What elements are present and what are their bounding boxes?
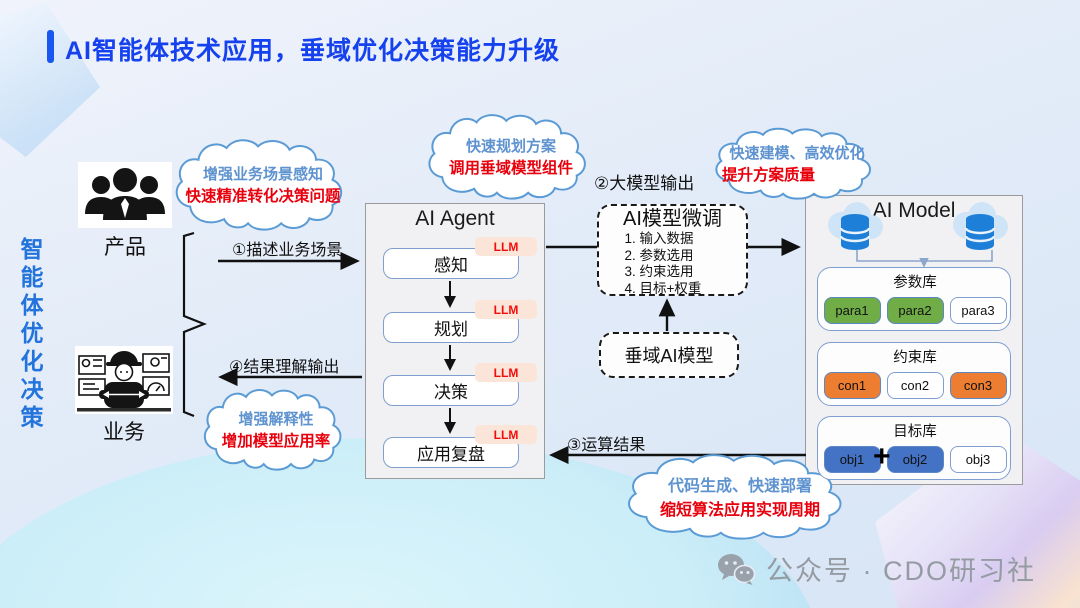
cloud-text-red: 增加模型应用率 (221, 432, 331, 450)
watermark: 公众号 · CDO研习社 (716, 549, 1036, 588)
cloud-shape-icon (425, 113, 597, 199)
cloud-planning: 快速规划方案调用垂域模型组件 (425, 113, 597, 199)
step4-label: ④结果理解输出 (229, 359, 340, 376)
constraint-library-label: 约束库 (893, 350, 937, 366)
chip-obj1: obj1 (823, 446, 881, 473)
cloud-text-blue: 快速建模、高效优化 (729, 144, 865, 162)
finetune-item: 4. 目标+权重 (624, 280, 702, 296)
cloud-perception: 增强业务场景感知快速精准转化决策问题 (172, 138, 354, 230)
finetune-title: AI模型微调 (623, 208, 722, 230)
side-vertical-label: 智能体优化决策 (17, 237, 43, 433)
objective-plus-sign: + (873, 440, 891, 473)
chip-obj3: obj3 (949, 446, 1007, 473)
model-title: AI Model (872, 199, 956, 222)
cloud-text-red: 缩短算法应用实现周期 (659, 502, 820, 519)
finetune-item: 2. 参数选用 (624, 247, 694, 263)
chip-para1: para1 (823, 297, 881, 324)
cloud-text-blue: 代码生成、快速部署 (667, 478, 812, 495)
llm-tag: LLM (475, 363, 537, 382)
cloud-database-icon (823, 201, 887, 257)
step2-label: ②大模型输出 (594, 174, 695, 193)
business-worker-icon (75, 346, 173, 414)
objective-library-label: 目标库 (893, 424, 937, 440)
title-accent-bar (47, 30, 54, 63)
step1-label: ①描述业务场景 (232, 242, 343, 259)
chip-para2: para2 (886, 297, 944, 324)
cloud-text-red: 快速精准转化决策问题 (185, 187, 341, 205)
cloud-shape-icon (712, 127, 882, 199)
chip-con2: con2 (886, 372, 944, 399)
chip-obj2: obj2 (886, 446, 944, 473)
agent-title: AI Agent (415, 207, 495, 230)
cloud-shape-icon (172, 138, 354, 230)
cloud-text-blue: 增强业务场景感知 (202, 165, 323, 183)
llm-tag: LLM (475, 425, 537, 444)
wechat-icon (718, 553, 756, 585)
cloud-database-icon (948, 201, 1012, 257)
cloud-modeling: 快速建模、高效优化提升方案质量 (712, 127, 882, 199)
chip-para3: para3 (949, 297, 1007, 324)
finetune-item: 3. 约束选用 (624, 264, 694, 279)
product-label: 产品 (104, 236, 146, 259)
finetune-item: 1. 输入数据 (624, 231, 694, 246)
llm-tag: LLM (475, 237, 537, 256)
param-library-box: 参数库 para1 para2 para3 (817, 267, 1011, 331)
business-label: 业务 (103, 421, 145, 444)
watermark-text: 公众号 · CDO研习社 (766, 556, 1036, 586)
vertical-model-box: 垂域AI模型 (599, 332, 739, 378)
actors-brace (182, 231, 207, 418)
cloud-text-blue: 增强解释性 (238, 410, 314, 428)
step3-label: ③运算结果 (567, 437, 646, 454)
chip-con3: con3 (949, 372, 1007, 399)
objective-library-box: 目标库 obj1 obj2 obj3 (817, 416, 1011, 480)
constraint-library-box: 约束库 con1 con2 con3 (817, 342, 1011, 406)
chip-con1: con1 (823, 372, 881, 399)
page-title: AI智能体技术应用，垂域优化决策能力升级 (65, 37, 561, 65)
cloud-text-red: 调用垂域模型组件 (448, 159, 573, 177)
param-library-label: 参数库 (893, 275, 937, 291)
llm-tag: LLM (475, 300, 537, 319)
cloud-text-blue: 快速规划方案 (465, 137, 556, 155)
finetune-box: AI模型微调 1. 输入数据 2. 参数选用 3. 约束选用 4. 目标+权重 (597, 204, 748, 296)
product-users-icon (78, 162, 172, 228)
cloud-text-red: 提升方案质量 (722, 166, 816, 184)
cloud-explain: 增强解释性增加模型应用率 (201, 388, 351, 470)
